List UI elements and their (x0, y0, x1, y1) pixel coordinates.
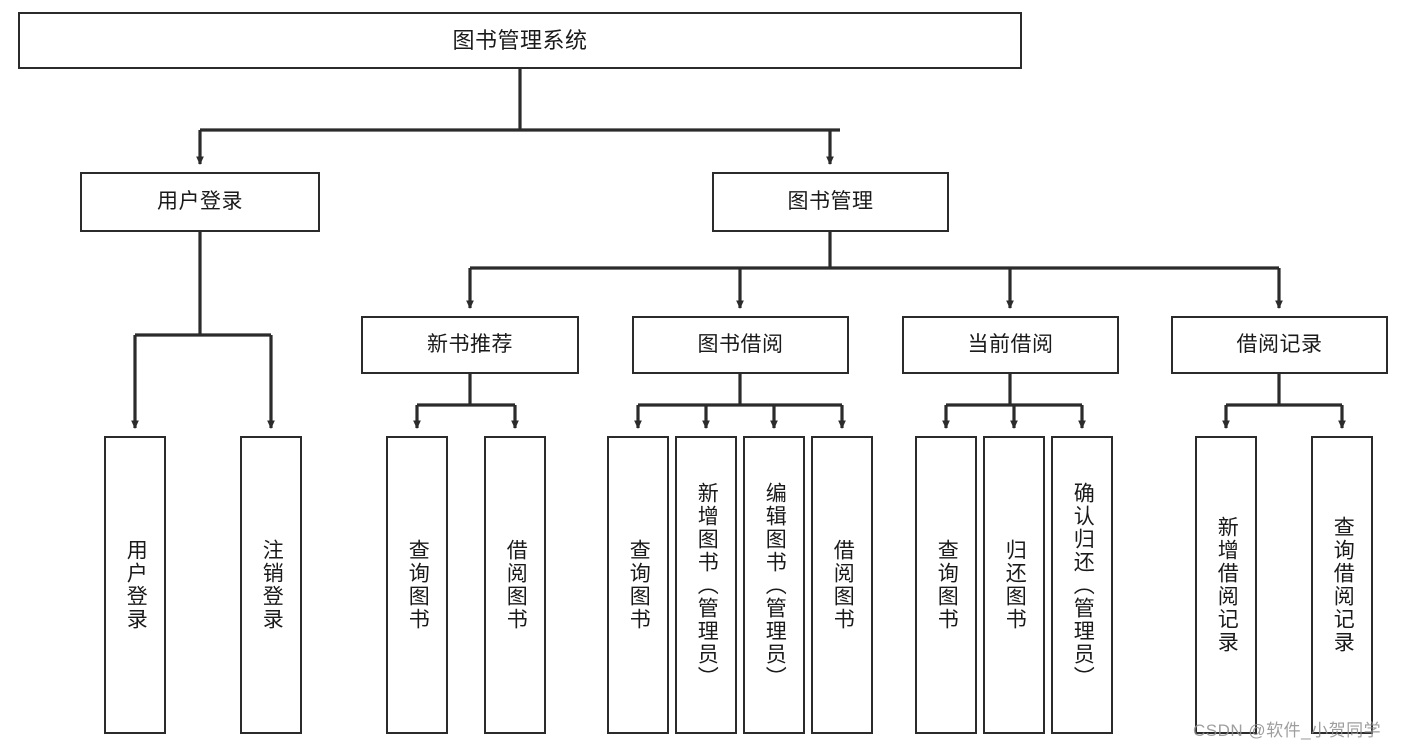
leaf-borrow-book-1[interactable]: 借阅图书 (484, 436, 546, 734)
csdn-watermark: CSDN @软件_小贺同学 (1193, 721, 1382, 740)
node-root-system-label: 图书管理系统 (452, 27, 588, 53)
node-new-book-recommend[interactable]: 新书推荐 (361, 316, 579, 374)
node-root-system[interactable]: 图书管理系统 (18, 12, 1022, 69)
node-current-borrow-label: 当前借阅 (967, 332, 1054, 356)
node-borrow-record[interactable]: 借阅记录 (1171, 316, 1388, 374)
leaf-query-book-1[interactable]: 查询图书 (386, 436, 448, 734)
leaf-query-borrow-record[interactable]: 查询借阅记录 (1311, 436, 1373, 734)
node-user-login-label: 用户登录 (157, 189, 243, 213)
node-book-management[interactable]: 图书管理 (712, 172, 949, 232)
node-new-book-recommend-label: 新书推荐 (427, 332, 513, 356)
node-current-borrow[interactable]: 当前借阅 (902, 316, 1119, 374)
leaf-add-book-label: 新增图书（管理员） (695, 481, 719, 689)
leaf-query-book-3[interactable]: 查询图书 (915, 436, 977, 734)
leaf-add-borrow-record-label: 新增借阅记录 (1215, 516, 1239, 654)
leaf-confirm-return[interactable]: 确认归还（管理员） (1051, 436, 1113, 734)
leaf-logout[interactable]: 注销登录 (240, 436, 302, 734)
leaf-query-book-1-label: 查询图书 (406, 539, 430, 631)
leaf-user-login-label: 用户登录 (124, 539, 148, 631)
leaf-user-login[interactable]: 用户登录 (104, 436, 166, 734)
leaf-return-book[interactable]: 归还图书 (983, 436, 1045, 734)
node-book-borrow-label: 图书借阅 (697, 332, 784, 356)
node-book-borrow[interactable]: 图书借阅 (632, 316, 849, 374)
leaf-query-book-3-label: 查询图书 (935, 539, 959, 631)
leaf-logout-label: 注销登录 (260, 539, 284, 631)
node-book-management-label: 图书管理 (787, 189, 874, 213)
node-borrow-record-label: 借阅记录 (1236, 332, 1323, 356)
leaf-return-book-label: 归还图书 (1003, 539, 1027, 631)
leaf-query-borrow-record-label: 查询借阅记录 (1331, 516, 1355, 654)
leaf-borrow-book-2-label: 借阅图书 (831, 539, 855, 631)
leaf-edit-book[interactable]: 编辑图书（管理员） (743, 436, 805, 734)
leaf-query-book-2[interactable]: 查询图书 (607, 436, 669, 734)
leaf-borrow-book-1-label: 借阅图书 (504, 539, 528, 631)
node-user-login[interactable]: 用户登录 (80, 172, 320, 232)
leaf-add-borrow-record[interactable]: 新增借阅记录 (1195, 436, 1257, 734)
leaf-query-book-2-label: 查询图书 (627, 539, 651, 631)
leaf-add-book[interactable]: 新增图书（管理员） (675, 436, 737, 734)
leaf-confirm-return-label: 确认归还（管理员） (1071, 481, 1095, 689)
leaf-borrow-book-2[interactable]: 借阅图书 (811, 436, 873, 734)
leaf-edit-book-label: 编辑图书（管理员） (763, 481, 787, 689)
